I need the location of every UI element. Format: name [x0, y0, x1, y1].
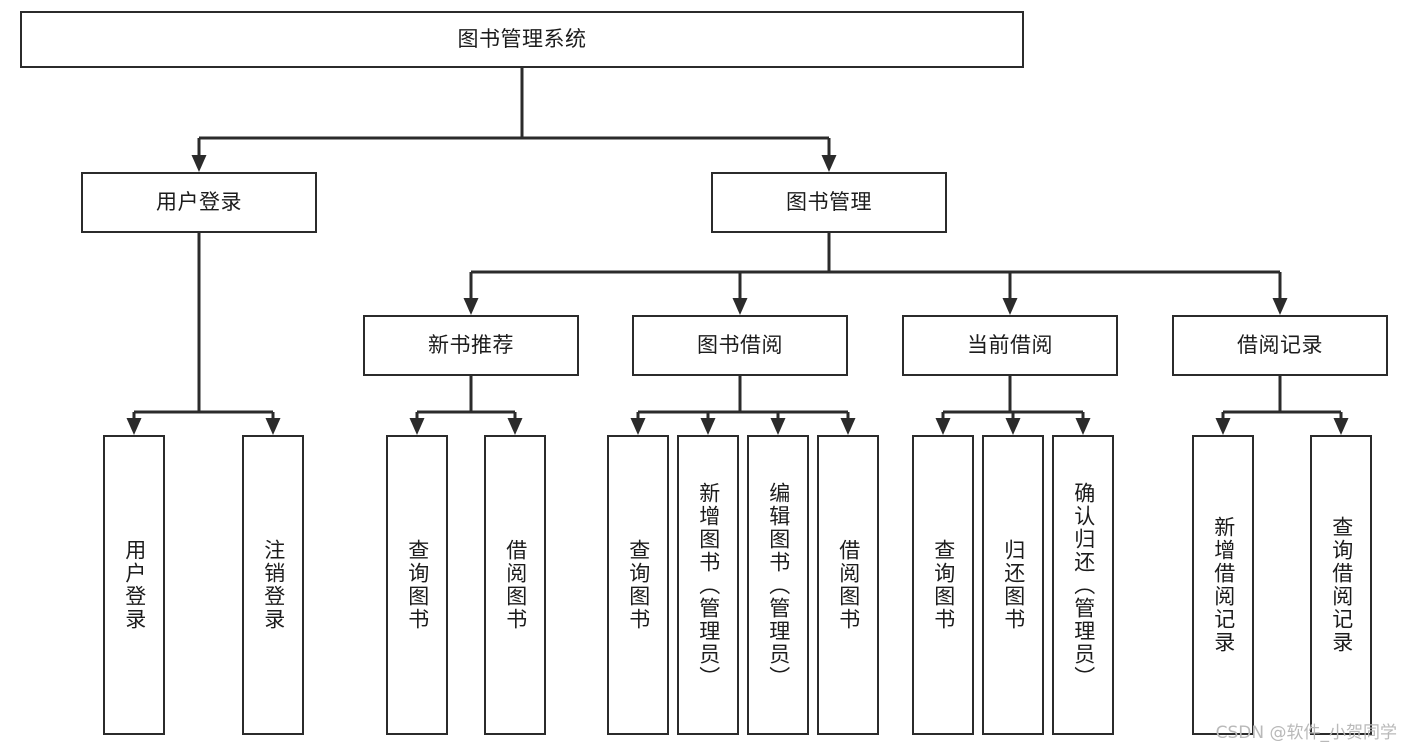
node-label: 查询图书	[626, 539, 651, 631]
node-leaf-query-record[interactable]: 查询借阅记录	[1310, 435, 1372, 735]
node-label: 新增图书（管理员）	[696, 481, 721, 689]
node-leaf-query-book-3[interactable]: 查询图书	[912, 435, 974, 735]
node-user-login[interactable]: 用户登录	[81, 172, 317, 233]
node-label: 图书管理系统	[457, 27, 587, 52]
node-leaf-query-book-1[interactable]: 查询图书	[386, 435, 448, 735]
node-new-book-rec[interactable]: 新书推荐	[363, 315, 579, 376]
node-label: 查询借阅记录	[1329, 516, 1354, 654]
node-borrow-record[interactable]: 借阅记录	[1172, 315, 1388, 376]
node-leaf-borrow-book-1[interactable]: 借阅图书	[484, 435, 546, 735]
node-leaf-user-login[interactable]: 用户登录	[103, 435, 165, 735]
node-leaf-add-record[interactable]: 新增借阅记录	[1192, 435, 1254, 735]
node-leaf-query-book-2[interactable]: 查询图书	[607, 435, 669, 735]
node-label: 新增借阅记录	[1211, 516, 1236, 654]
node-label: 注销登录	[261, 539, 286, 631]
node-label: 用户登录	[122, 539, 147, 631]
node-leaf-edit-book[interactable]: 编辑图书（管理员）	[747, 435, 809, 735]
node-label: 用户登录	[156, 190, 242, 215]
node-root[interactable]: 图书管理系统	[20, 11, 1024, 68]
node-leaf-return-book[interactable]: 归还图书	[982, 435, 1044, 735]
node-book-manage[interactable]: 图书管理	[711, 172, 947, 233]
node-label: 图书管理	[786, 190, 872, 215]
node-current-borrow[interactable]: 当前借阅	[902, 315, 1118, 376]
node-leaf-user-logout[interactable]: 注销登录	[242, 435, 304, 735]
node-label: 确认归还（管理员）	[1071, 481, 1096, 689]
node-label: 查询图书	[931, 539, 956, 631]
node-book-borrow[interactable]: 图书借阅	[632, 315, 848, 376]
node-label: 编辑图书（管理员）	[766, 481, 791, 689]
csdn-watermark: CSDN @软件_小贺同学	[1215, 723, 1397, 743]
node-leaf-borrow-book-2[interactable]: 借阅图书	[817, 435, 879, 735]
node-label: 归还图书	[1001, 539, 1026, 631]
node-leaf-add-book[interactable]: 新增图书（管理员）	[677, 435, 739, 735]
node-label: 新书推荐	[428, 333, 514, 358]
node-label: 查询图书	[405, 539, 430, 631]
node-label: 图书借阅	[697, 333, 783, 358]
node-label: 借阅图书	[836, 539, 861, 631]
node-label: 当前借阅	[967, 333, 1053, 358]
node-label: 借阅记录	[1237, 333, 1323, 358]
node-label: 借阅图书	[503, 539, 528, 631]
node-leaf-confirm-return[interactable]: 确认归还（管理员）	[1052, 435, 1114, 735]
